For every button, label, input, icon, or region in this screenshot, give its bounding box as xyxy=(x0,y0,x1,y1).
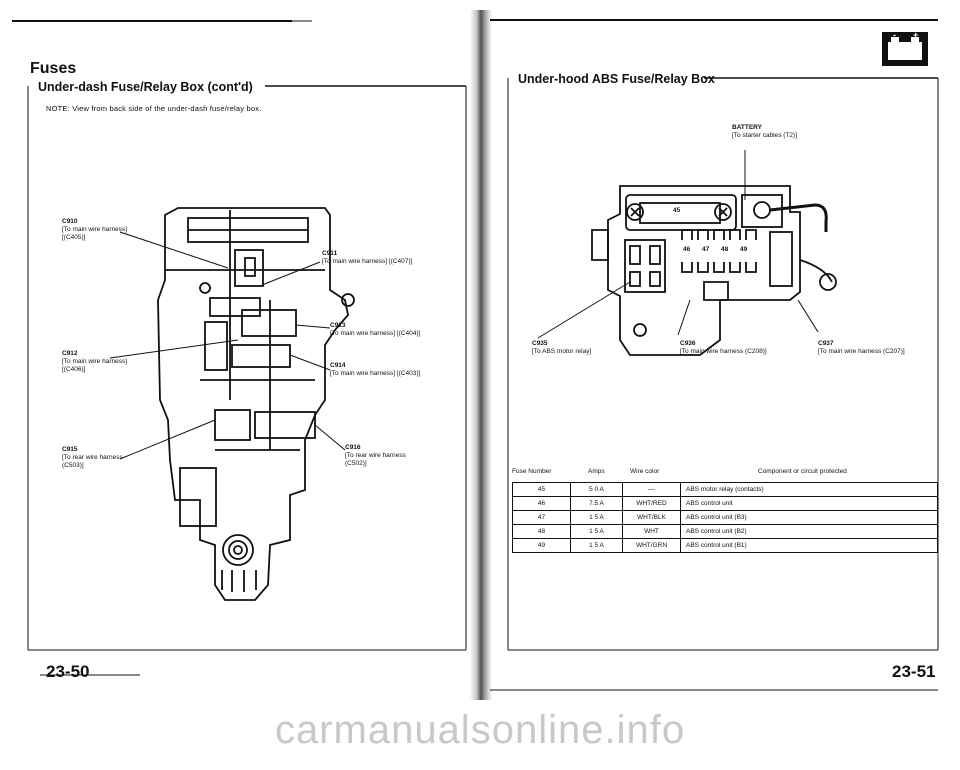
page-number-right: 23-51 xyxy=(892,662,936,681)
connector-label-c916: C916 [To rear wire harness (C502)] xyxy=(345,444,406,467)
section-title: Fuses xyxy=(30,60,77,77)
subsection-title-abs: Under-hood ABS Fuse/Relay Box xyxy=(518,72,715,86)
fuse-47-label: 47 xyxy=(702,246,710,253)
left-leader-lines xyxy=(109,231,346,460)
abs-fuse-relay-box xyxy=(591,150,837,356)
fuse-46-label: 46 xyxy=(683,246,691,253)
wire-color-cell: — xyxy=(622,482,681,497)
left-page: Fuses Under-dash Fuse/Relay Box (cont'd)… xyxy=(12,20,467,681)
connector-label-c911: C911 [To main wire harness] [(C407)] xyxy=(322,250,413,265)
amps-cell: 1 5 A xyxy=(570,538,623,553)
page-number-left: 23-50 xyxy=(46,662,90,681)
connector-label-c912: C912 [To main wire harness] [(C406)] xyxy=(62,350,128,373)
fuse-number-cell: 45 xyxy=(512,482,571,497)
connector-label-c914: C914 [To main wire harness] [(C403)] xyxy=(330,362,421,377)
battery-label: BATTERY [To starter cables (T2)] xyxy=(732,124,798,139)
amps-cell: 1 5 A xyxy=(570,510,623,525)
amps-cell: 7.5 A xyxy=(570,496,623,511)
wire-color-cell: WHT xyxy=(622,524,681,539)
watermark: carmanualsonline.info xyxy=(274,708,686,752)
connector-label-c937: C937 [To main wire harness (C207)] xyxy=(818,340,905,355)
view-note: NOTE: View from back side of the under-d… xyxy=(46,104,262,113)
right-page: Under-hood ABS Fuse/Relay Box - + BATTER… xyxy=(480,0,960,770)
connector-label-c913: C913 [To main wire harness] [(C404)] xyxy=(330,322,421,337)
component-cell: ABS motor relay (contacts) xyxy=(680,482,938,497)
book-spine xyxy=(470,10,492,700)
fuse-number-cell: 47 xyxy=(512,510,571,525)
wire-color-cell: WHT/BLK xyxy=(622,510,681,525)
fuse-49-label: 49 xyxy=(740,246,748,253)
wire-color-cell: WHT/RED xyxy=(622,496,681,511)
relay-fuse-number: 45 xyxy=(673,207,681,214)
table-header-wire-color: Wire color xyxy=(630,468,660,475)
connector-label-c915: C915 [To rear wire harness (C503)] xyxy=(62,446,123,469)
amps-cell: 1 5 A xyxy=(570,524,623,539)
connector-label-c936: C936 [To main wire harness (C208)] xyxy=(680,340,767,355)
component-cell: ABS control unit (B3) xyxy=(680,510,938,525)
under-dash-fuse-box xyxy=(157,207,355,601)
wire-color-cell: WHT/GRN xyxy=(622,538,681,553)
fuse-number-cell: 49 xyxy=(512,538,571,553)
component-cell: ABS control unit (B1) xyxy=(680,538,938,553)
right-page-linework xyxy=(490,19,939,691)
table-header-component: Component or circuit protected xyxy=(758,468,847,475)
table-header-fuse-number: Fuse Number xyxy=(512,468,552,475)
fuse-number-cell: 48 xyxy=(512,524,571,539)
subsection-title: Under-dash Fuse/Relay Box (cont'd) xyxy=(38,80,253,94)
connector-label-c910: C910 [To main wire harness] [(C405)] xyxy=(62,218,128,241)
left-page-linework xyxy=(12,20,467,676)
component-cell: ABS control unit xyxy=(680,496,938,511)
connector-label-c935: C935 [To ABS motor relay] xyxy=(532,340,592,355)
table-header-amps: Amps xyxy=(588,468,605,475)
right-leader-lines xyxy=(537,281,819,339)
amps-cell: 5 0 A xyxy=(570,482,623,497)
battery-icon: - + xyxy=(882,30,928,66)
fuse-48-label: 48 xyxy=(721,246,729,253)
component-cell: ABS control unit (B2) xyxy=(680,524,938,539)
fuse-number-cell: 46 xyxy=(512,496,571,511)
